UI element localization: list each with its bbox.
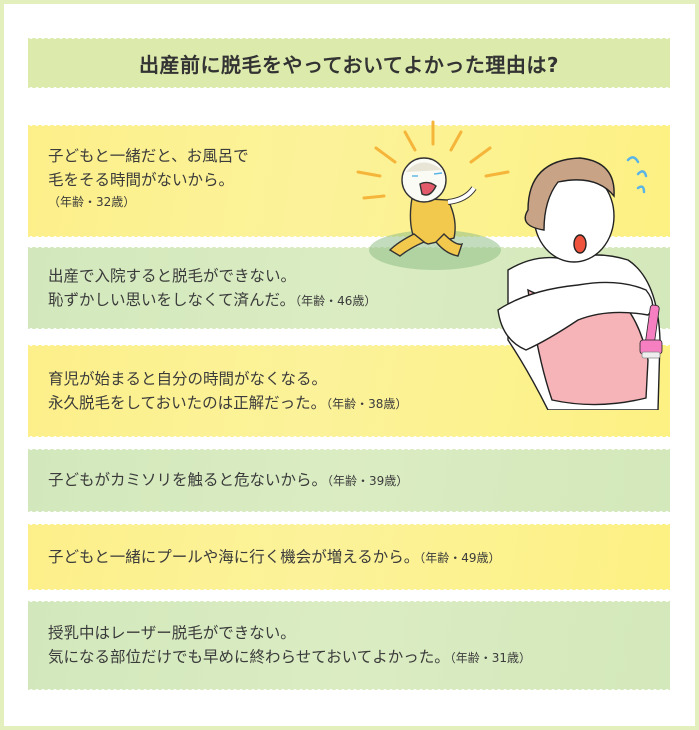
page-title: 出産前に脱毛をやっておいてよかった理由は? <box>139 52 559 77</box>
age-label: （年齢・46歳） <box>295 293 377 308</box>
reason-panel: 育児が始まると自分の時間がなくなる。 永久脱毛をしておいたのは正解だった。（年齢… <box>28 343 670 439</box>
reason-text-line: 子どもと一緒にプールや海に行く機会が増えるから。 <box>48 547 420 566</box>
reason-panel: 子どもと一緒だと、お風呂で 毛をそる時間がないから。 （年齢・32歳） <box>28 123 670 239</box>
reason-text-line: 毛をそる時間がないから。 <box>48 171 235 189</box>
age-label: （年齢・32歳） <box>48 195 136 209</box>
reason-text-line: 授乳中はレーザー脱毛ができない。 <box>48 624 296 642</box>
age-label: （年齢・38歳） <box>326 396 408 411</box>
reason-text-line: 子どもがカミソリを触ると危ないから。 <box>48 471 328 489</box>
reason-text-line: 子どもと一緒だと、お風呂で <box>48 147 249 165</box>
age-label: （年齢・49歳） <box>419 550 501 565</box>
reason-text-line: 恥ずかしい思いをしなくて済んだ。 <box>48 290 296 309</box>
reason-panel: 子どもがカミソリを触ると危ないから。（年齢・39歳） <box>28 447 670 514</box>
age-label: （年齢・31歳） <box>449 651 532 665</box>
reason-text-line: 出産で入院すると脱毛ができない。 <box>48 266 297 285</box>
reason-panel: 授乳中はレーザー脱毛ができない。 気になる部位だけでも早めに終わらせておいてよか… <box>28 599 670 692</box>
reason-text-line: 育児が始まると自分の時間がなくなる。 <box>48 369 328 388</box>
title-band: 出産前に脱毛をやっておいてよかった理由は? <box>28 36 670 90</box>
reason-text-line: 気になる部位だけでも早めに終わらせておいてよかった。 <box>48 648 450 666</box>
reason-text-line: 永久脱毛をしておいたのは正解だった。 <box>48 393 327 412</box>
reason-panel: 子どもと一緒にプールや海に行く機会が増えるから。（年齢・49歳） <box>28 522 670 592</box>
age-label: （年齢・39歳） <box>327 474 409 488</box>
reason-panel: 出産で入院すると脱毛ができない。 恥ずかしい思いをしなくて済んだ。（年齢・46歳… <box>28 245 670 331</box>
